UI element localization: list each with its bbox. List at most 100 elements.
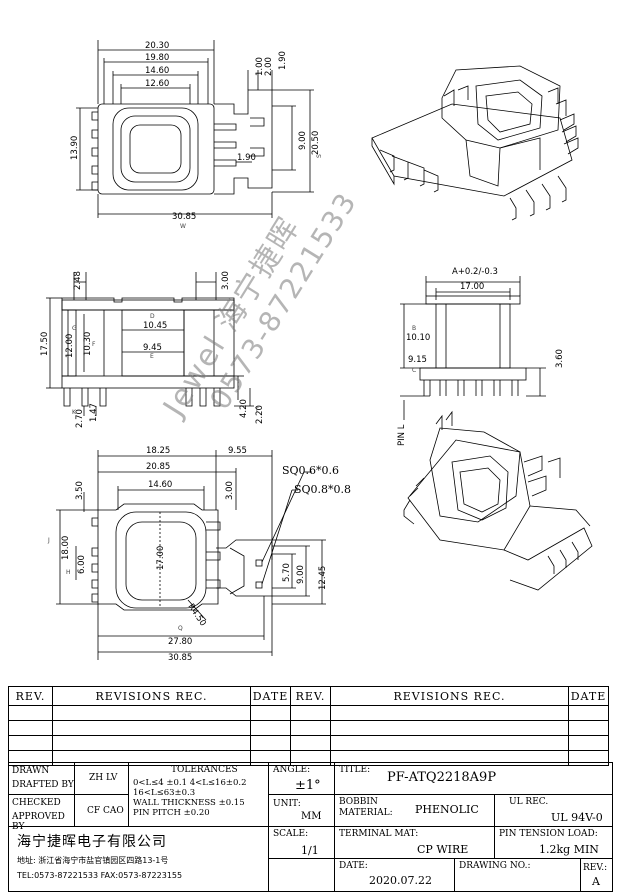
dim-5-70: 5.70 (282, 563, 292, 582)
title-block: DRAWN DRAFTED BY ZH LV TOLERANCES 0<L≤4 … (8, 762, 613, 892)
dim-1-90-top: 1.90 (278, 51, 288, 70)
tolerance-line-3: WALL THICKNESS ±0.15 (133, 798, 245, 808)
unit-value: MM (301, 811, 322, 822)
letter-j: J (47, 537, 50, 544)
dim-17-00-bottom: 17.00 (156, 546, 166, 570)
dim-r4-50: R4.50 (186, 602, 208, 628)
angle-cell: ANGLE: ±1° (269, 763, 335, 795)
top-view (76, 40, 314, 218)
ul-label: UL REC. (509, 797, 549, 807)
dim-9-45: 9.45 (143, 343, 162, 353)
dim-20-85: 20.85 (146, 462, 170, 472)
letter-k: K (72, 409, 77, 416)
revisions-row (8, 720, 609, 736)
dim-17-50: 17.50 (40, 332, 50, 356)
company-name: 海宁捷晖电子有限公司 (17, 834, 167, 850)
drawing-number-label: DRAWING NO.: (459, 861, 531, 871)
isometric-view-top (371, 65, 579, 221)
dim-18-25: 18.25 (146, 446, 170, 456)
unit-cell: UNIT: MM (269, 795, 335, 827)
tolerance-line-4: PIN PITCH ±0.20 (133, 808, 210, 818)
dim-9-00-bottom: 9.00 (296, 565, 306, 584)
dim-18-00: 18.00 (61, 536, 71, 560)
dim-3-00-side: 3.00 (221, 271, 231, 290)
revisions-rec-header: REVISIONS REC. (52, 686, 251, 706)
dim-14-60: 14.60 (145, 66, 169, 76)
label-pin-l: PIN L (397, 424, 407, 446)
ul-value: UL 94V-0 (551, 811, 603, 824)
drawn-label: DRAWN (12, 766, 50, 776)
drawing-svg: 20.30 19.80 14.60 12.60 1.00 2.00 1.90 1… (40, 40, 593, 663)
letter-e: E (150, 353, 154, 360)
pin-tension-value: 1.2kg MIN (539, 843, 599, 856)
tolerance-line-2: 16<L≤63±0.3 (133, 788, 196, 798)
rev-header: REV. (8, 686, 53, 706)
dim-2-48: 2.48 (73, 271, 83, 290)
dim-9-55: 9.55 (228, 446, 247, 456)
date-cell: DATE: 2020.07.22 (335, 859, 455, 891)
end-view (400, 276, 546, 420)
material-cell: BOBBIN MATERIAL: PHENOLIC (335, 795, 495, 827)
scale-label: SCALE: (273, 829, 309, 839)
tolerance-line-1: 0<L≤4 ±0.1 4<L≤16±0.2 (133, 778, 247, 788)
label-sq-0-8: SQ0.8*0.8 (294, 483, 351, 496)
ul-cell: UL REC. UL 94V-0 (495, 795, 612, 827)
rev-header-2: REV. (290, 686, 331, 706)
dim-tolerance-a: A+0.2/-0.3 (452, 267, 498, 277)
letter-d: D (150, 313, 155, 320)
revisions-rec-header-2: REVISIONS REC. (330, 686, 569, 706)
approved-value: CF CAO (87, 806, 124, 816)
dim-3-60: 3.60 (555, 349, 565, 368)
date-header-2: DATE (568, 686, 609, 706)
label-sq-0-6: SQ0.6*0.6 (282, 464, 339, 477)
checked-label: CHECKED (12, 798, 61, 808)
end-view-labels: A+0.2/-0.3 17.00 B 10.10 9.15 C 3.60 PIN… (397, 267, 565, 446)
unit-label: UNIT: (273, 799, 301, 809)
dim-30-85-top: 30.85 (172, 212, 196, 222)
letter-c: C (412, 367, 416, 374)
checked-cell: CHECKED APPROVED BY (9, 795, 75, 832)
scale-value: 1/1 (301, 844, 319, 857)
dim-2-20: 2.20 (255, 405, 265, 424)
letter-w: W (180, 223, 186, 230)
pin-tension-cell: PIN TENSION LOAD: 1.2kg MIN (495, 827, 612, 859)
title-label: TITLE: (339, 765, 371, 775)
dim-2-00: 2.00 (264, 57, 274, 76)
company-cell: 海宁捷晖电子有限公司 地址: 浙江省海宁市盐官镇园区四路13-1号 TEL:05… (9, 827, 269, 891)
bottom-view-labels: 18.25 9.55 20.85 14.60 3.50 3.00 J 18.00… (47, 446, 351, 663)
letter-q: Q (178, 625, 183, 632)
drawing-area: 20.30 19.80 14.60 12.60 1.00 2.00 1.90 1… (40, 40, 593, 663)
drawing-number-cell: DRAWING NO.: (455, 859, 581, 891)
approved-label: APPROVED BY (12, 812, 65, 832)
date-value: 2020.07.22 (369, 874, 432, 887)
title-value: PF-ATQ2218A9P (387, 770, 497, 785)
dim-12-00: 12.00 (65, 334, 75, 358)
drafted-value-cell: ZH LV (75, 763, 129, 795)
terminal-value: CP WIRE (417, 843, 469, 856)
dim-1-47: 1.47 (89, 403, 99, 422)
dim-10-45: 10.45 (143, 321, 167, 331)
dim-20-30: 20.30 (145, 41, 169, 51)
date-header: DATE (250, 686, 291, 706)
dim-14-60-bottom: 14.60 (148, 480, 172, 490)
letter-b: B (412, 325, 416, 332)
approved-value-cell: CF CAO (75, 795, 129, 827)
tolerances-label: TOLERANCES (171, 765, 238, 775)
revisions-row (8, 735, 609, 751)
date-label: DATE: (339, 861, 368, 871)
dim-10-10: 10.10 (406, 333, 430, 343)
letter-h: H (66, 569, 71, 576)
angle-value: ±1° (295, 778, 321, 793)
angle-label: ANGLE: (273, 765, 311, 775)
dim-6-00: 6.00 (77, 555, 87, 574)
terminal-cell: TERMINAL MAT: CP WIRE (335, 827, 495, 859)
dim-12-60: 12.60 (145, 79, 169, 89)
terminal-label: TERMINAL MAT: (339, 829, 419, 839)
dim-1-00: 1.00 (255, 57, 265, 76)
letter-f: F (92, 341, 96, 348)
dim-17-00-end: 17.00 (460, 282, 484, 292)
revisions-row (8, 705, 609, 721)
dim-2-70: 2.70 (75, 409, 85, 428)
side-view-labels: 2.48 3.00 17.50 G 12.00 10.30 F D 10.45 … (40, 271, 265, 428)
dim-4-20: 4.20 (239, 399, 249, 418)
